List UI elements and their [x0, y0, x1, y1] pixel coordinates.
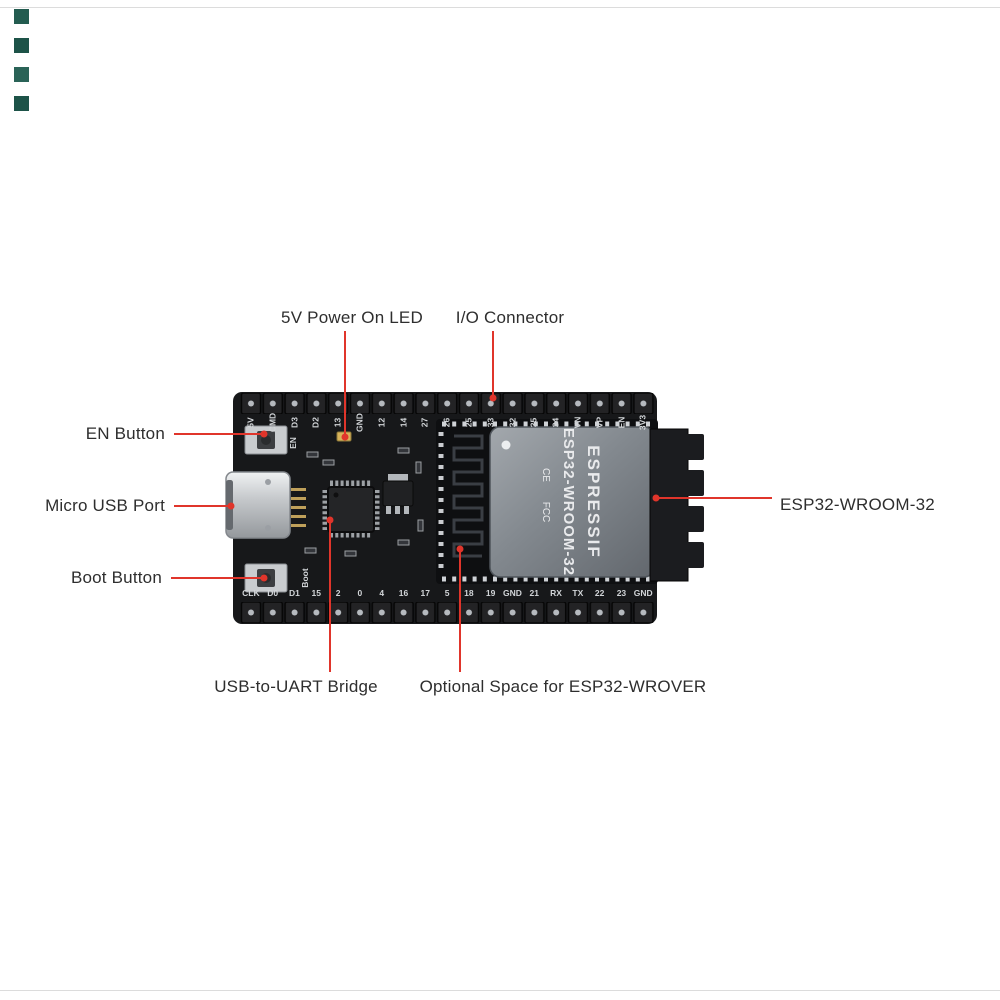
- annotation-micro-usb: Micro USB Port: [45, 496, 165, 515]
- callout-dot-micro-usb: [227, 502, 235, 510]
- pin-label: 26: [441, 417, 452, 428]
- pin-label: 5V: [245, 417, 256, 428]
- pin-label: 3V3: [637, 414, 648, 431]
- module-model-label: ESP32-WROOM-32: [560, 428, 577, 576]
- pin-label: 17: [420, 588, 430, 598]
- pin-label: CLK: [242, 588, 260, 598]
- pin-label: 33: [485, 417, 496, 428]
- pin-label: D2: [310, 417, 321, 428]
- pin-label: VP: [594, 416, 605, 429]
- antenna-trace: [452, 434, 484, 558]
- pin-label: 21: [529, 588, 539, 598]
- shield-logo-dot: [501, 440, 511, 450]
- pin-label: 27: [419, 417, 430, 428]
- page-border-bottom: [0, 990, 1000, 991]
- top-pin-header: [240, 393, 654, 414]
- gallery-thumbnail[interactable]: [14, 67, 29, 82]
- gallery-thumbnail[interactable]: [14, 38, 29, 53]
- pin-label: 2: [335, 588, 341, 598]
- annotation-boot-button: Boot Button: [70, 568, 162, 587]
- usb-uart-bridge-chip: [322, 480, 380, 538]
- bottom-pin-header: [240, 602, 654, 623]
- pin-label: 16: [398, 588, 409, 598]
- callout-dot-wrover-space: [456, 545, 464, 553]
- module-fcc-mark: FCC: [540, 502, 551, 523]
- en-silk-label: EN: [288, 437, 298, 449]
- pin-label: 22: [594, 588, 605, 598]
- pin-label: 15: [311, 588, 322, 598]
- callout-dot-io-connector: [489, 394, 497, 402]
- gallery-thumbnail[interactable]: [14, 9, 29, 24]
- pin-label: 12: [376, 417, 387, 428]
- pin-label: GND: [503, 588, 522, 598]
- pin-label: 25: [463, 417, 474, 428]
- pin-label: D1: [289, 588, 300, 598]
- pin-label: 14: [397, 417, 408, 428]
- callout-dot-esp32-module: [652, 494, 660, 502]
- top-pin-labels: 5V CMD D3 D2 13 GND 12 14 27 26 25 33 32 35 34 VN VP EN 3V…: [240, 412, 654, 433]
- pin-label: RX: [550, 588, 562, 598]
- pin-label: 4: [379, 588, 385, 598]
- module-brand-label: ESPRESSIF: [584, 445, 603, 558]
- pin-label: D3: [288, 417, 299, 428]
- pin-label: EN: [615, 416, 626, 429]
- pin-label: VN: [572, 416, 583, 429]
- pin-label: TX: [572, 588, 584, 598]
- pin-label: CMD: [267, 412, 278, 433]
- pin-label: 23: [616, 588, 627, 598]
- pin-label: D0: [267, 588, 279, 598]
- callout-dot-boot-button: [260, 574, 268, 582]
- callout-dot-uart-bridge: [326, 516, 334, 524]
- callout-dot-en-button: [260, 430, 268, 438]
- pin-label: 34: [550, 417, 561, 428]
- io-side-connector: [649, 428, 704, 582]
- pin-label: 5: [444, 588, 450, 598]
- micro-usb-port: [225, 471, 306, 539]
- bottom-pin-labels: CLK D0 D1 15 2 0 4 16 17 5 18 19 GND 21 RX TX 22 23 GND: [240, 586, 654, 601]
- callout-lines: [171, 331, 772, 672]
- annotation-en-button: EN Button: [85, 424, 165, 443]
- annotation-wrover-space: Optional Space for ESP32-WROVER: [419, 677, 707, 696]
- voltage-regulator: [382, 474, 414, 514]
- page-border-top: [0, 7, 1000, 8]
- pin-label: 13: [332, 417, 343, 428]
- pin-label: GND: [633, 588, 653, 598]
- gallery-thumbnail[interactable]: [14, 96, 29, 111]
- pin-label: 32: [506, 417, 517, 428]
- pin-label: GND: [354, 413, 365, 432]
- module-ce-mark: CE: [540, 468, 551, 482]
- pin-label: 18: [464, 588, 474, 598]
- pin-label: 35: [528, 417, 539, 428]
- annotation-esp32-module: ESP32-WROOM-32: [780, 495, 935, 514]
- pin-label: 19: [485, 588, 496, 598]
- annotation-io-connector: I/O Connector: [455, 308, 565, 327]
- esp32-module: ESPRESSIF ESP32-WROOM-32 CE FCC: [436, 419, 658, 584]
- callout-dot-power-led: [341, 433, 349, 441]
- smd-components: [304, 447, 424, 557]
- annotation-power-led: 5V Power On LED: [281, 308, 423, 327]
- callout-dots: [227, 394, 660, 582]
- boot-silk-label: Boot: [300, 568, 310, 588]
- annotation-uart-bridge: USB-to-UART Bridge: [214, 677, 378, 696]
- pin-label: 0: [357, 588, 363, 598]
